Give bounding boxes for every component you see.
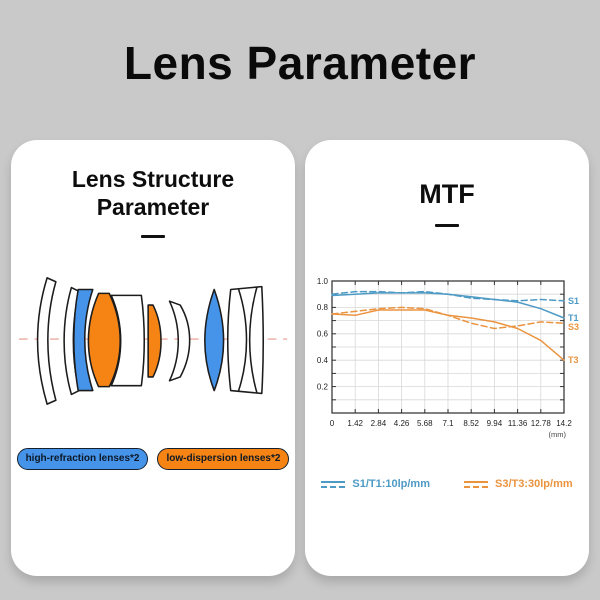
low-dispersion-badge: low-dispersion lenses*2: [157, 448, 290, 471]
lens-element-1: [36, 277, 57, 406]
legend-item-10lpmm: S1/T1:10lp/mm: [321, 478, 430, 490]
x-tick-label: 11.36: [508, 419, 528, 428]
y-tick-label: 0.4: [317, 356, 329, 365]
x-tick-label: 8.52: [463, 419, 479, 428]
lens-element-9: [227, 286, 265, 395]
legend-item-30lpmm: S3/T3:30lp/mm: [464, 478, 573, 490]
title-underline-dash: [435, 224, 459, 228]
plot-border: [331, 280, 565, 414]
x-tick-label: 5.68: [417, 419, 433, 428]
title-underline-dash: [141, 235, 165, 239]
x-tick-label: 2.84: [371, 419, 387, 428]
series-label-T3: T3: [568, 356, 579, 366]
lens-structure-title-line1: Lens Structure: [71, 166, 235, 192]
lens-element-4-orange: [87, 292, 121, 388]
lens-legend: high-refraction lenses*2 low-dispersion …: [11, 448, 295, 471]
lens-element-9-inner-surface-left: [237, 288, 248, 392]
lens-structure-title-line2: Parameter: [96, 193, 210, 220]
blue-line-sample-icon: [321, 480, 346, 488]
legend-label-10lpmm: S1/T1:10lp/mm: [352, 478, 430, 491]
series-T1: [331, 292, 565, 320]
mtf-legend: S1/T1:10lp/mm S3/T3:30lp/mm: [321, 478, 573, 490]
x-tick-label: 1.42: [347, 419, 363, 428]
orange-line-sample-icon: [464, 480, 488, 488]
series-T3: [331, 309, 565, 362]
series-label-S3: S3: [568, 322, 579, 332]
x-tick-label: 12.78: [531, 419, 552, 428]
cards-container: Lens Structure Parameter: [0, 140, 600, 576]
high-refraction-badge: high-refraction lenses*2: [16, 448, 149, 471]
lens-diagram: [18, 277, 288, 406]
y-tick-label: 1.0: [317, 277, 329, 286]
lens-element-9-inner-surface-right: [248, 287, 258, 394]
lens-element-6-orange: [147, 304, 162, 378]
series-label-S1: S1: [568, 296, 579, 306]
legend-label-30lpmm: S3/T3:30lp/mm: [495, 478, 573, 491]
series-label-T1: T1: [568, 313, 579, 323]
page-title: Lens Parameter: [123, 37, 477, 89]
x-tick-label: 7.1: [442, 419, 454, 428]
y-tick-label: 0.6: [317, 330, 329, 339]
lens-element-7: [168, 300, 191, 382]
x-tick-label: 9.94: [487, 419, 503, 428]
lens-structure-card: Lens Structure Parameter: [11, 140, 295, 576]
lens-element-3-blue: [73, 288, 94, 392]
x-tick-label: 14.2: [556, 419, 572, 428]
mtf-title: MTF: [419, 179, 475, 209]
lens-structure-title: Lens Structure Parameter: [72, 166, 234, 221]
y-tick-label: 0.2: [317, 383, 329, 392]
y-tick-label: 0.8: [317, 304, 329, 313]
x-axis-unit-label: (mm): [549, 430, 567, 439]
x-tick-label: 4.26: [394, 419, 410, 428]
lens-element-8-blue: [204, 288, 225, 392]
x-tick-label: 0: [330, 419, 335, 428]
